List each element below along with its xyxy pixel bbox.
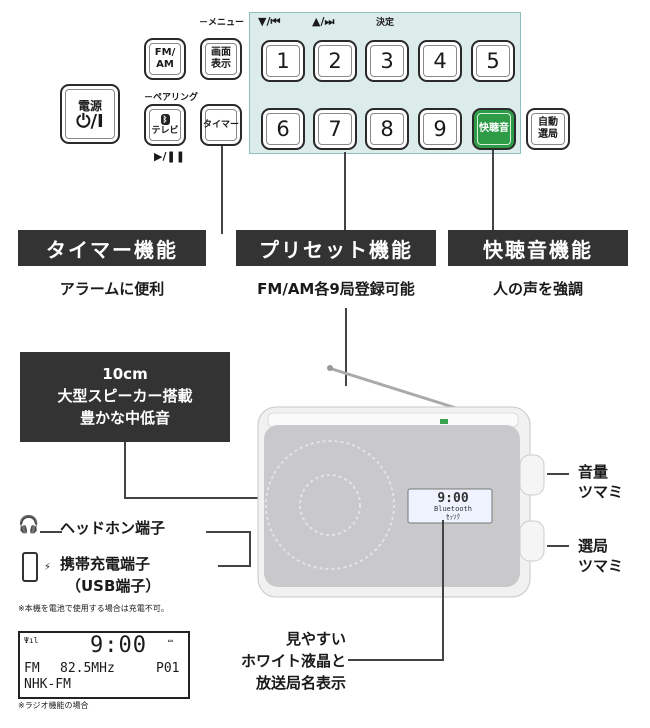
- volume-connector: [547, 473, 569, 475]
- lcd-feature-text: 見やすい ホワイト液晶と 放送局名表示: [206, 628, 346, 694]
- auto-tune-button[interactable]: 自動 選局: [526, 108, 570, 150]
- pairing-label: －ペアリング: [144, 93, 199, 103]
- power-icon: ⏻/I: [76, 111, 104, 132]
- preset-connector: [344, 152, 346, 234]
- radio-top-panel: [267, 412, 519, 428]
- usb-connector-h: [218, 565, 250, 567]
- voice-feature-banner: 快聴音機能: [448, 230, 628, 266]
- speaker-grille: [264, 425, 520, 587]
- device-lcd: [407, 488, 493, 524]
- device-lcd-text: 9:00 Bluetooth ｾｯｿｸ: [415, 492, 491, 521]
- lcd-note: ※ラジオ機能の場合: [18, 701, 89, 710]
- timer-connector: [221, 146, 223, 234]
- speaker-ring-outer: [265, 440, 395, 570]
- charging-icon: ⚡: [44, 562, 52, 573]
- usb-port-label: （USB端子）: [66, 577, 161, 595]
- device-lcd-line3: ｾｯｿｸ: [446, 513, 460, 521]
- port-connector-v: [249, 531, 251, 567]
- usb-charge-label: 携帯充電端子: [60, 555, 151, 573]
- bluetooth-icon: ᛒ: [160, 113, 170, 125]
- preset-9-button[interactable]: 9: [418, 108, 462, 150]
- voice-feature-sub: 人の声を強調: [492, 280, 583, 298]
- preset-feature-banner: プリセット機能: [236, 230, 436, 266]
- device-lcd-line2: Bluetooth: [434, 505, 472, 513]
- menu-label: －メニュー: [199, 18, 245, 28]
- device-lcd-time: 9:00: [437, 491, 469, 506]
- preset-2-button[interactable]: 2: [313, 40, 357, 82]
- speaker-sound: 豊かな中低音: [79, 409, 170, 427]
- antenna-connector: [345, 308, 347, 386]
- headphone-icon: 🎧: [18, 515, 40, 535]
- power-label: 電源: [77, 99, 102, 113]
- radio-illustration: [257, 365, 545, 598]
- preset-3-button[interactable]: 3: [365, 40, 409, 82]
- lcd-connector-v: [442, 520, 444, 660]
- lcd-time: 9:00: [90, 633, 147, 658]
- voice-connector: [492, 150, 494, 234]
- bluetooth-tv-button[interactable]: ᛒ テレビ: [144, 104, 186, 146]
- lcd-closeup: Ψıl ▭ 9:00 FM 82.5MHz P01 NHK-FM: [18, 631, 190, 699]
- lcd-band: FM: [24, 661, 40, 676]
- lcd-feature-line1: 見やすい: [285, 630, 346, 648]
- lcd-feature-line2: ホワイト液晶と: [240, 652, 346, 670]
- lcd-feature-line3: 放送局名表示: [255, 674, 346, 692]
- power-button[interactable]: 電源 ⏻/I: [60, 84, 120, 144]
- up-next-label: ▲/⏭: [312, 15, 335, 28]
- timer-button[interactable]: タイマー: [200, 104, 242, 146]
- preset-6-button[interactable]: 6: [261, 108, 305, 150]
- tuning-knob-label: 選局 ツマミ: [578, 537, 624, 575]
- smartphone-icon: [22, 552, 38, 582]
- lcd-frequency: 82.5MHz: [60, 661, 115, 676]
- antenna-tip: [327, 365, 333, 371]
- speaker-size: 10cm: [102, 365, 148, 383]
- clear-voice-button[interactable]: 快聴音: [472, 108, 516, 150]
- headphone-cable: [40, 531, 62, 533]
- speaker-desc: 大型スピーカー搭載: [57, 387, 193, 405]
- preset-5-button[interactable]: 5: [471, 40, 515, 82]
- down-prev-label: ▼/⏮: [258, 15, 281, 28]
- preset-7-button[interactable]: 7: [313, 108, 357, 150]
- signal-icon: Ψıl: [24, 636, 39, 645]
- tuning-connector: [547, 545, 569, 547]
- volume-knob: [519, 454, 545, 496]
- clear-voice-led: [440, 419, 448, 424]
- speaker-feature-box: 10cm 大型スピーカー搭載 豊かな中低音: [20, 352, 230, 442]
- battery-note: ※本機を電池で使用する場合は充電不可。: [18, 604, 169, 613]
- speaker-ring-inner: [299, 474, 361, 536]
- antenna: [331, 367, 473, 415]
- preset-1-button[interactable]: 1: [261, 40, 305, 82]
- headphone-jack-label: ヘッドホン端子: [60, 519, 166, 537]
- speaker-connector-h: [124, 497, 324, 499]
- fm-am-button[interactable]: FM/ AM: [144, 38, 186, 80]
- bt-tv-label: テレビ: [151, 125, 179, 136]
- timer-feature-banner: タイマー機能: [18, 230, 206, 266]
- preset-8-button[interactable]: 8: [365, 108, 409, 150]
- timer-feature-sub: アラームに便利: [59, 280, 165, 298]
- battery-icon: ▭: [168, 636, 173, 645]
- display-button[interactable]: 画面 表示: [200, 38, 242, 80]
- lcd-preset: P01: [156, 661, 180, 676]
- preset-feature-sub: FM/AM各9局登録可能: [257, 280, 415, 298]
- enter-label: 決定: [376, 18, 395, 28]
- play-pause-label: ▶/❚❚: [154, 150, 185, 163]
- preset-4-button[interactable]: 4: [418, 40, 462, 82]
- headphone-connector: [206, 531, 250, 533]
- volume-knob-label: 音量 ツマミ: [578, 463, 624, 501]
- tuning-knob: [519, 520, 545, 562]
- lcd-connector-h: [348, 659, 444, 661]
- lcd-station: NHK-FM: [24, 677, 71, 692]
- speaker-connector-v: [124, 442, 126, 498]
